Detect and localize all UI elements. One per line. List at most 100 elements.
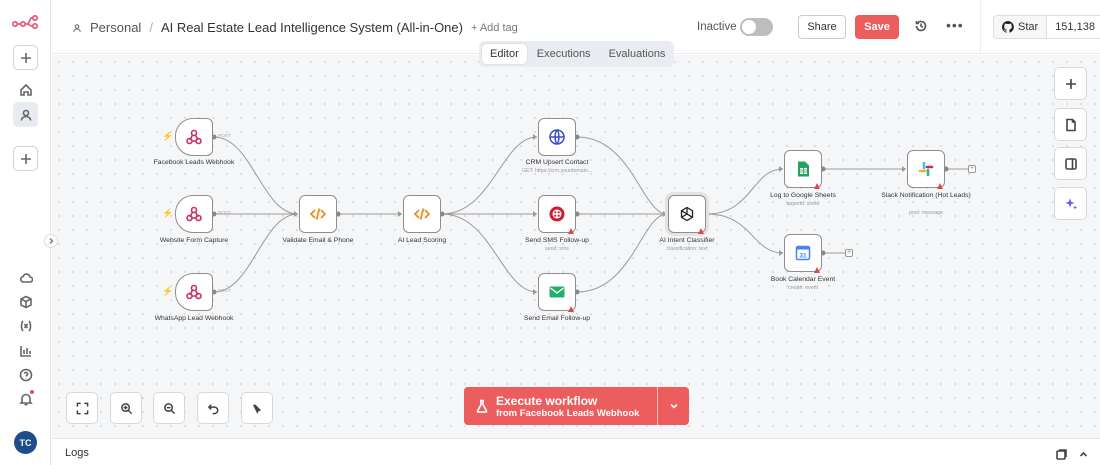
connection-crm-ai bbox=[576, 136, 668, 215]
node-lead-scoring[interactable] bbox=[403, 195, 441, 233]
logs-panel[interactable]: Logs bbox=[52, 438, 1100, 465]
personal-button[interactable] bbox=[13, 102, 38, 127]
warning-icon bbox=[568, 228, 574, 234]
avatar[interactable]: TC bbox=[14, 431, 37, 454]
plus-icon bbox=[1065, 78, 1076, 89]
node-label: Log to Google Sheets bbox=[770, 192, 836, 199]
add-tag-button[interactable]: + Add tag bbox=[470, 21, 518, 34]
panel-icon bbox=[1064, 157, 1077, 170]
insights-button[interactable] bbox=[13, 338, 38, 363]
view-tabs: Editor Executions Evaluations bbox=[479, 41, 674, 67]
node-label: Book Calendar Event bbox=[770, 276, 836, 283]
ai-assistant-button[interactable] bbox=[1054, 187, 1087, 220]
logs-popout-button[interactable] bbox=[1056, 447, 1068, 460]
sms-icon bbox=[549, 206, 565, 222]
slack-icon bbox=[918, 161, 934, 177]
github-star-button[interactable]: Star bbox=[994, 16, 1048, 38]
execute-title: Execute workflow bbox=[496, 393, 598, 408]
workflow-canvas[interactable]: ⚡ POST Facebook Leads Webhook ⚡ POST Web… bbox=[52, 55, 1100, 438]
add-node-after-button[interactable]: + bbox=[845, 249, 853, 257]
node-whatsapp-webhook[interactable] bbox=[175, 273, 213, 311]
templates-button[interactable] bbox=[13, 289, 38, 314]
save-button[interactable]: Save bbox=[855, 15, 899, 39]
home-icon bbox=[19, 83, 32, 96]
connection-score-crm bbox=[441, 136, 538, 215]
tab-executions[interactable]: Executions bbox=[536, 48, 591, 60]
node-google-sheets[interactable] bbox=[784, 150, 822, 188]
node-facebook-webhook[interactable] bbox=[175, 118, 213, 156]
bell-icon bbox=[18, 393, 33, 406]
connection-score-email bbox=[441, 213, 538, 293]
add-project-button[interactable] bbox=[13, 146, 38, 171]
chevron-down-icon bbox=[669, 403, 678, 409]
history-button[interactable] bbox=[914, 19, 930, 35]
svg-text:31: 31 bbox=[799, 253, 807, 260]
notifications-button[interactable] bbox=[13, 386, 38, 411]
chevron-up-icon bbox=[1079, 451, 1088, 457]
node-crm-upsert[interactable] bbox=[538, 118, 576, 156]
zoom-in-button[interactable] bbox=[110, 392, 142, 424]
logs-expand-button[interactable] bbox=[1078, 447, 1090, 459]
trigger-bolt-icon: ⚡ bbox=[162, 131, 174, 141]
left-sidebar: TC bbox=[0, 0, 51, 465]
add-node-button[interactable] bbox=[1054, 67, 1087, 100]
cloud-button[interactable] bbox=[13, 265, 38, 290]
help-button[interactable] bbox=[13, 362, 38, 387]
execute-workflow-button[interactable]: Execute workflow from Facebook Leads Web… bbox=[464, 387, 689, 425]
node-label: Validate Email & Phone bbox=[282, 237, 354, 244]
box-icon bbox=[19, 295, 32, 308]
add-node-after-button[interactable]: + bbox=[968, 165, 976, 173]
variables-button[interactable] bbox=[13, 313, 38, 338]
header-divider bbox=[980, 0, 981, 54]
openai-icon bbox=[680, 206, 694, 222]
cloud-icon bbox=[19, 272, 33, 283]
node-slack[interactable] bbox=[907, 150, 945, 188]
execute-subtitle: from Facebook Leads Webhook bbox=[496, 407, 640, 419]
chart-icon bbox=[19, 345, 31, 357]
globe-icon bbox=[549, 129, 565, 145]
node-label: CRM Upsert Contact bbox=[525, 159, 589, 166]
zoom-out-button[interactable] bbox=[153, 392, 185, 424]
more-options-button[interactable]: ••• bbox=[946, 17, 964, 33]
google-sheets-icon bbox=[798, 161, 809, 177]
node-google-calendar[interactable]: 31 bbox=[784, 234, 822, 272]
node-subtitle: GET: https://crm.yourdomain... bbox=[521, 168, 593, 174]
fit-view-button[interactable] bbox=[66, 392, 98, 424]
node-label: WhatsApp Lead Webhook bbox=[154, 315, 234, 322]
toggle-panel-button[interactable] bbox=[1054, 147, 1087, 180]
share-button[interactable]: Share bbox=[798, 15, 846, 39]
execute-workflow-main[interactable]: Execute workflow from Facebook Leads Web… bbox=[464, 387, 657, 425]
active-toggle[interactable] bbox=[740, 18, 773, 36]
node-send-email[interactable] bbox=[538, 273, 576, 311]
connection-wa-validate bbox=[213, 213, 299, 293]
tab-editor[interactable]: Editor bbox=[482, 44, 527, 64]
popout-icon bbox=[1056, 449, 1067, 460]
tab-evaluations[interactable]: Evaluations bbox=[608, 48, 666, 60]
method-badge: POST bbox=[218, 289, 232, 294]
workflow-title[interactable]: AI Real Estate Lead Intelligence System … bbox=[160, 20, 463, 35]
execute-dropdown-button[interactable] bbox=[657, 387, 689, 425]
n8n-logo[interactable] bbox=[12, 14, 38, 30]
user-icon bbox=[20, 109, 31, 121]
home-button[interactable] bbox=[13, 77, 38, 102]
node-ai-classifier[interactable] bbox=[668, 195, 706, 233]
status-label: Inactive bbox=[697, 21, 737, 33]
webhook-icon bbox=[186, 129, 202, 145]
github-star-widget[interactable]: Star 151,138 bbox=[993, 15, 1100, 39]
node-website-form[interactable] bbox=[175, 195, 213, 233]
create-button[interactable] bbox=[13, 45, 38, 70]
undo-icon bbox=[207, 403, 218, 414]
github-icon bbox=[1002, 21, 1014, 33]
undo-button[interactable] bbox=[197, 392, 229, 424]
sticky-note-button[interactable] bbox=[1054, 108, 1087, 141]
tidy-up-button[interactable] bbox=[241, 392, 273, 424]
code-icon bbox=[309, 208, 327, 220]
sidebar-collapse-toggle[interactable] bbox=[44, 234, 58, 248]
zoom-out-icon bbox=[163, 402, 175, 414]
node-validate[interactable] bbox=[299, 195, 337, 233]
brush-icon bbox=[252, 404, 261, 414]
breadcrumb-owner[interactable]: Personal bbox=[90, 20, 142, 35]
plus-icon bbox=[20, 52, 31, 63]
breadcrumb-separator: / bbox=[149, 20, 153, 35]
node-send-sms[interactable] bbox=[538, 195, 576, 233]
